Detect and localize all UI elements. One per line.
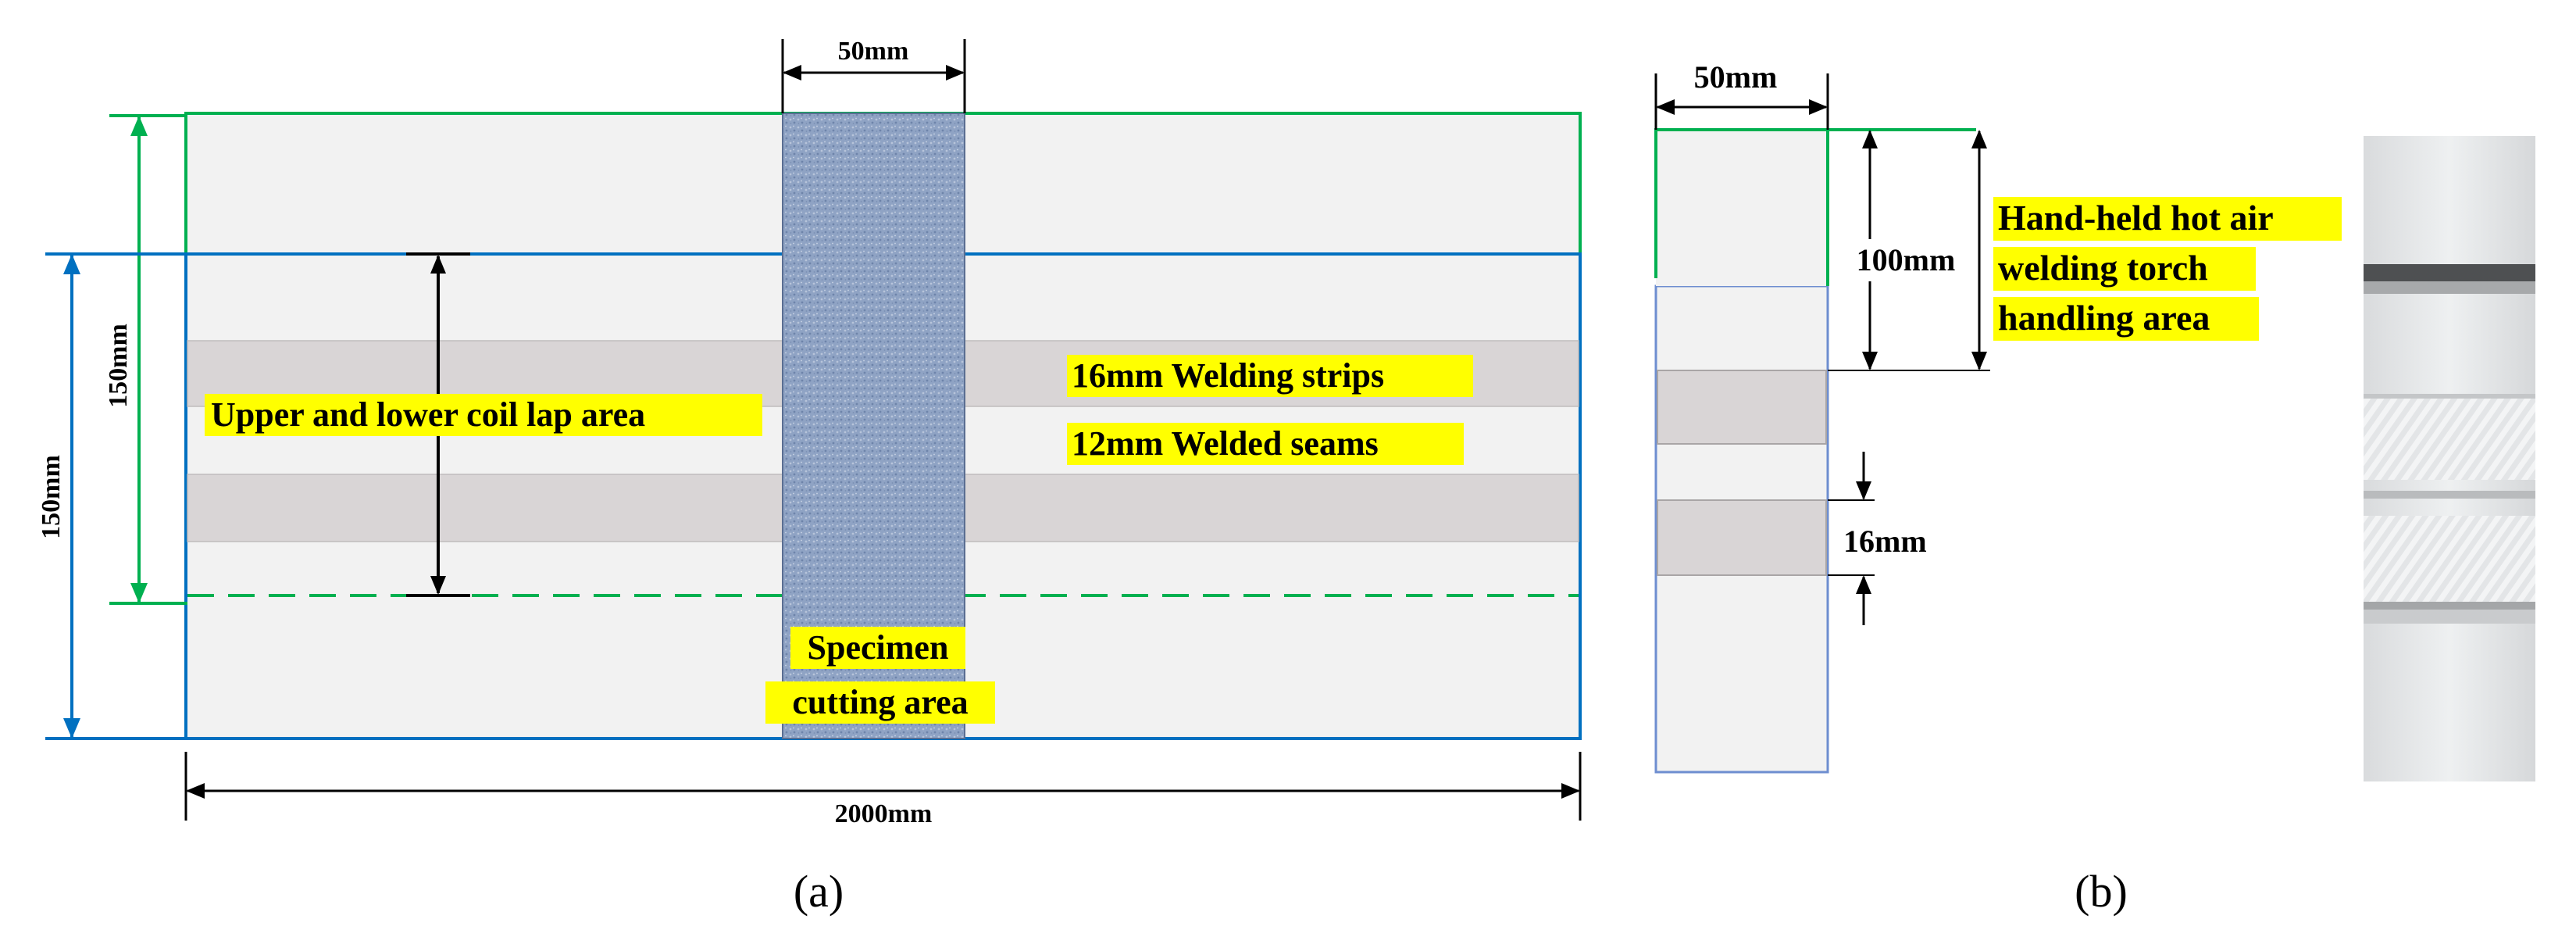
b-dim-width: 50mm	[1694, 59, 1778, 95]
label-lap-area: Upper and lower coil lap area	[211, 395, 645, 434]
b-label-highlight-2	[1993, 247, 2256, 291]
b-label-line1: Hand-held hot air	[1998, 198, 2274, 238]
dim-left-green: 150mm	[104, 324, 133, 408]
dim-bottom: 2000mm	[835, 799, 933, 828]
caption-a: (a)	[794, 866, 844, 917]
specimen-photo	[2364, 136, 2535, 781]
b-dim-strip: 16mm	[1843, 524, 1927, 559]
label-specimen-line1: Specimen	[808, 628, 949, 667]
welded-seams-highlight	[1067, 423, 1464, 465]
specimen-highlight-2	[765, 681, 995, 724]
b-label-line2: welding torch	[1998, 248, 2208, 288]
specimen-green-outline	[1654, 128, 1829, 286]
b-label-highlight-1	[1993, 197, 2342, 241]
panel-b: 50mm 100mm 16mm Hand-held hot air weldin…	[1654, 59, 2535, 917]
specimen-highlight-1	[790, 627, 965, 669]
panel-a: 50mm 150mm 150mm Upper and lower coil la…	[37, 37, 1582, 917]
b-label-line3: handling area	[1998, 298, 2210, 338]
label-specimen-line2: cutting area	[792, 683, 968, 721]
lap-label-highlight	[205, 394, 762, 436]
dim-left-blue: 150mm	[37, 455, 66, 539]
specimen-upper-part	[1656, 130, 1828, 286]
label-welded-seams: 12mm Welded seams	[1072, 424, 1379, 463]
specimen-strip-lower	[1657, 499, 1827, 576]
label-welding-strips: 16mm Welding strips	[1072, 356, 1384, 395]
welding-strips-highlight	[1067, 355, 1473, 397]
specimen-strip-upper	[1657, 370, 1827, 445]
b-label-highlight-3	[1993, 297, 2259, 341]
b-dim-height: 100mm	[1857, 242, 1956, 277]
b-dim-height-bg	[1836, 239, 1968, 281]
dim-top-width: 50mm	[838, 37, 909, 66]
caption-b: (b)	[2075, 866, 2128, 917]
